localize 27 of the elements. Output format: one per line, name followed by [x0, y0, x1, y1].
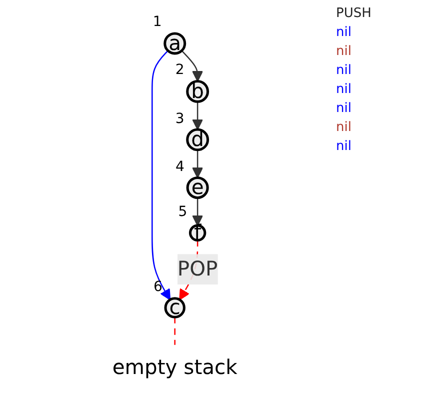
arrow	[192, 198, 204, 226]
pointer-label: nil	[336, 63, 352, 78]
pointer-label: nil	[336, 139, 352, 154]
arrow	[192, 150, 204, 178]
arrow	[192, 102, 204, 130]
arrow	[181, 50, 204, 82]
node-circle: e	[186, 176, 209, 199]
arrow	[152, 50, 171, 300]
node-number: 4	[176, 158, 184, 175]
node-text: empty stack	[112, 355, 238, 380]
node-circle: b	[186, 80, 210, 103]
node-circle: d	[186, 128, 210, 152]
node-number: 5	[178, 204, 188, 220]
pointer-label: nil	[336, 25, 352, 40]
pointer-label: nil	[336, 82, 352, 97]
edge-label: POP	[177, 256, 218, 281]
node-number: 2	[175, 62, 184, 78]
node-number: 1	[152, 14, 162, 30]
pointer-label: nil	[336, 101, 352, 116]
connector	[174, 317, 176, 345]
node-number: 3	[175, 110, 184, 127]
push-label: PUSH	[336, 6, 372, 21]
pointer-label: nil	[336, 44, 352, 59]
node-circle: c	[164, 297, 186, 318]
node-number: 6	[153, 278, 162, 295]
pointer-label: nil	[336, 120, 352, 135]
node-circle: a	[164, 32, 186, 55]
